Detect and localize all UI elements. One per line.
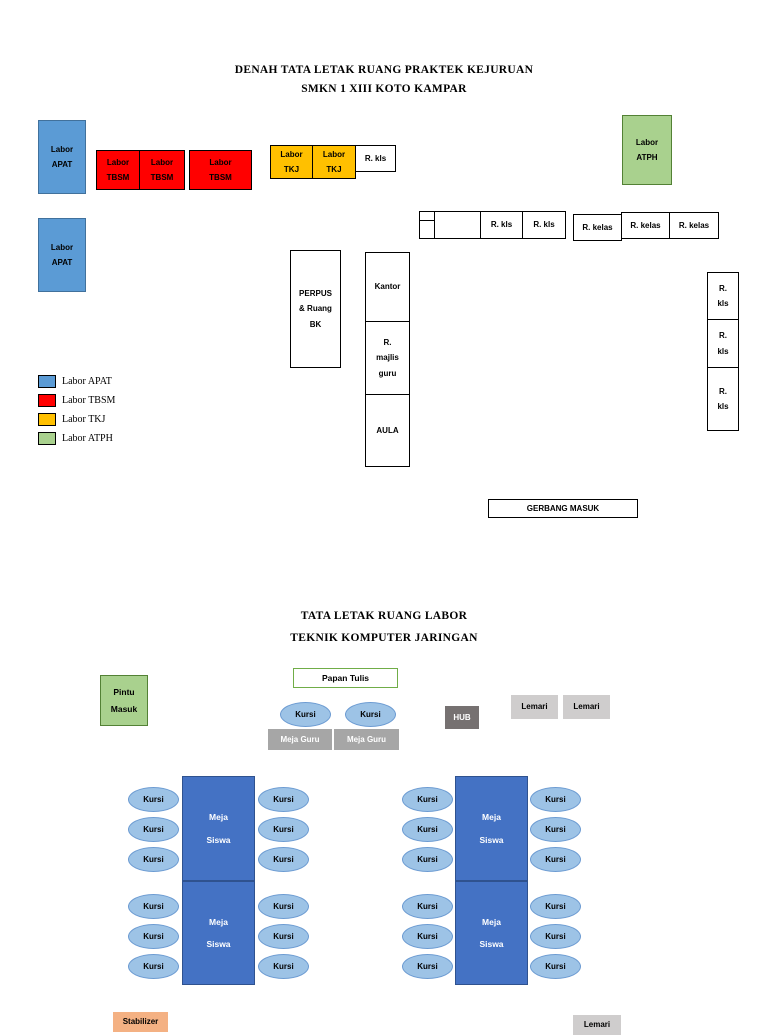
chair-kursi: Kursi bbox=[128, 787, 179, 812]
legend-swatch-apat bbox=[38, 375, 56, 388]
cabinet-lemari-1: Lemari bbox=[511, 695, 558, 719]
legend-label-atph: Labor ATPH bbox=[62, 433, 113, 444]
legend-swatch-atph bbox=[38, 432, 56, 445]
desk-meja-guru-1: Meja Guru bbox=[268, 729, 332, 750]
chair-kursi: Kursi bbox=[402, 817, 453, 842]
chair-kursi: Kursi bbox=[258, 847, 309, 872]
room-divider-line bbox=[420, 220, 434, 221]
chair-kursi: Kursi bbox=[128, 817, 179, 842]
chair-kursi: Kursi bbox=[258, 924, 309, 949]
room-r-kelas-3: R. kelas bbox=[669, 212, 719, 239]
chair-kursi: Kursi bbox=[402, 894, 453, 919]
room-kantor: Kantor bbox=[365, 252, 410, 322]
chair-kursi: Kursi bbox=[258, 817, 309, 842]
hub-box: HUB bbox=[445, 706, 479, 729]
chair-kursi: Kursi bbox=[530, 817, 581, 842]
chair-kursi: Kursi bbox=[345, 702, 396, 727]
room-unlabeled bbox=[434, 211, 481, 239]
legend-label-tkj: Labor TKJ bbox=[62, 414, 106, 425]
room-labor-apat-2: Labor APAT bbox=[38, 218, 86, 292]
legend-item-apat: Labor APAT bbox=[38, 375, 112, 388]
desk-meja-guru-2: Meja Guru bbox=[334, 729, 399, 750]
legend-label-tbsm: Labor TBSM bbox=[62, 395, 116, 406]
section2-title: TATA LETAK RUANG LABOR bbox=[300, 610, 468, 622]
chair-kursi: Kursi bbox=[258, 894, 309, 919]
room-labor-tkj-2: Labor TKJ bbox=[312, 145, 356, 179]
chair-kursi: Kursi bbox=[530, 924, 581, 949]
section1-title: DENAH TATA LETAK RUANG PRAKTEK KEJURUAN bbox=[234, 64, 534, 76]
room-r-kls-row-1: R. kls bbox=[480, 211, 523, 239]
section2-subtitle: TEKNIK KOMPUTER JARINGAN bbox=[290, 632, 478, 644]
chair-kursi: Kursi bbox=[402, 847, 453, 872]
room-labor-tbsm-1: Labor TBSM bbox=[96, 150, 140, 190]
table-meja-siswa-4: Meja Siswa bbox=[455, 881, 528, 985]
door-pintu-masuk: Pintu Masuk bbox=[100, 675, 148, 726]
legend-label-apat: Labor APAT bbox=[62, 376, 112, 387]
table-meja-siswa-3: Meja Siswa bbox=[455, 776, 528, 881]
chair-kursi: Kursi bbox=[258, 954, 309, 979]
chair-kursi: Kursi bbox=[530, 847, 581, 872]
section1-subtitle: SMKN 1 XIII KOTO KAMPAR bbox=[301, 83, 467, 95]
chair-kursi: Kursi bbox=[258, 787, 309, 812]
chair-kursi: Kursi bbox=[128, 924, 179, 949]
room-labor-tkj-1: Labor TKJ bbox=[270, 145, 313, 179]
chair-kursi: Kursi bbox=[530, 954, 581, 979]
chair-kursi: Kursi bbox=[402, 954, 453, 979]
table-meja-siswa-2: Meja Siswa bbox=[182, 881, 255, 985]
chair-kursi: Kursi bbox=[402, 787, 453, 812]
room-labor-tbsm-3: Labor TBSM bbox=[189, 150, 252, 190]
legend-item-tkj: Labor TKJ bbox=[38, 413, 105, 426]
cabinet-lemari-2: Lemari bbox=[563, 695, 610, 719]
room-r-kls-right-2: R. kls bbox=[707, 319, 739, 368]
chair-kursi: Kursi bbox=[128, 954, 179, 979]
room-r-kls-right-1: R. kls bbox=[707, 272, 739, 320]
chair-kursi: Kursi bbox=[280, 702, 331, 727]
stabilizer-box: Stabilizer bbox=[113, 1012, 168, 1032]
room-labor-apat-1: Labor APAT bbox=[38, 120, 86, 194]
gate-gerbang-masuk: GERBANG MASUK bbox=[488, 499, 638, 518]
room-r-kelas-1: R. kelas bbox=[573, 214, 622, 241]
room-labor-atph: Labor ATPH bbox=[622, 115, 672, 185]
room-r-kls-right-3: R. kls bbox=[707, 367, 739, 431]
cabinet-lemari-bottom: Lemari bbox=[573, 1015, 621, 1035]
whiteboard-papan-tulis: Papan Tulis bbox=[293, 668, 398, 688]
table-meja-siswa-1: Meja Siswa bbox=[182, 776, 255, 881]
chair-kursi: Kursi bbox=[530, 894, 581, 919]
chair-kursi: Kursi bbox=[402, 924, 453, 949]
room-perpus-bk: PERPUS & Ruang BK bbox=[290, 250, 341, 368]
room-r-kelas-2: R. kelas bbox=[621, 212, 670, 239]
legend-item-tbsm: Labor TBSM bbox=[38, 394, 115, 407]
chair-kursi: Kursi bbox=[530, 787, 581, 812]
room-majlis-guru: R. majlis guru bbox=[365, 321, 410, 395]
room-unlabeled-small bbox=[419, 211, 435, 239]
chair-kursi: Kursi bbox=[128, 894, 179, 919]
legend-swatch-tkj bbox=[38, 413, 56, 426]
room-r-kls-row-2: R. kls bbox=[522, 211, 566, 239]
chair-kursi: Kursi bbox=[128, 847, 179, 872]
legend-item-atph: Labor ATPH bbox=[38, 432, 113, 445]
room-r-kls-top: R. kls bbox=[355, 145, 396, 172]
legend-swatch-tbsm bbox=[38, 394, 56, 407]
room-labor-tbsm-2: Labor TBSM bbox=[139, 150, 185, 190]
room-aula: AULA bbox=[365, 394, 410, 467]
